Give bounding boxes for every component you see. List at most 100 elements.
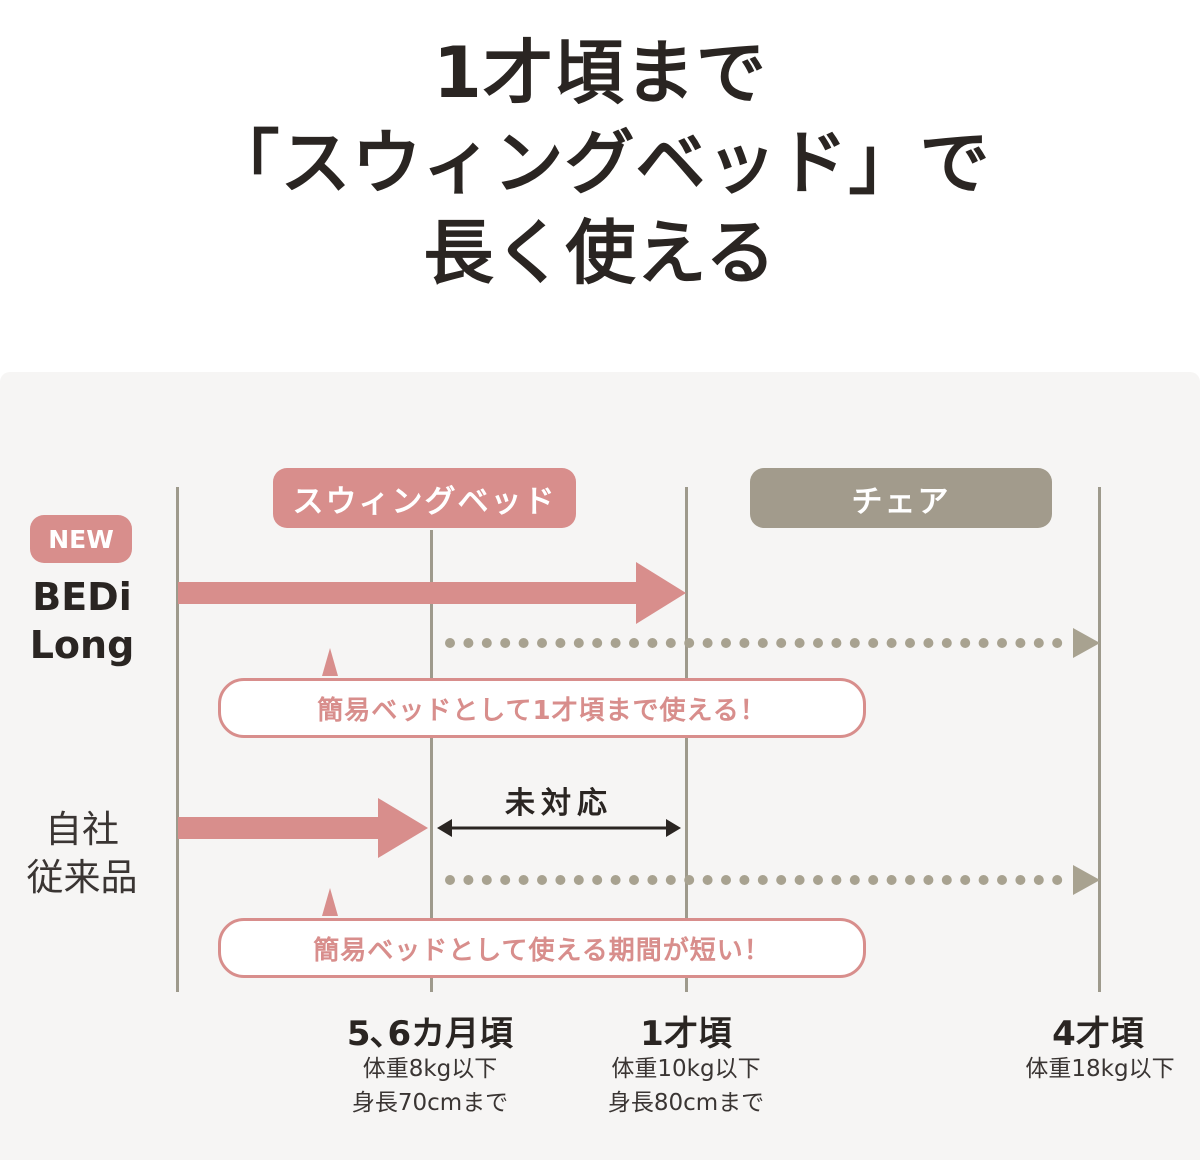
bedi-long-swing-arrow-shaft — [178, 582, 638, 604]
chair-dot — [813, 638, 823, 648]
chair-dot — [813, 875, 823, 885]
bedi-long-label-line-1: BEDi — [32, 575, 132, 619]
chair-dot — [960, 638, 971, 648]
chair-dot — [647, 875, 658, 885]
milestone-4-years-label: 4才頃 — [1052, 1014, 1144, 1054]
chair-dot — [776, 875, 787, 885]
legacy-callout: 簡易ベッドとして使える期間が短い！ — [218, 918, 866, 978]
chair-dot — [629, 638, 639, 648]
chair-dot — [831, 638, 842, 648]
headline-line-3: 長く使える — [423, 212, 777, 294]
bedi-long-callout-pointer — [322, 648, 338, 676]
unsupported-label: 未対応 — [505, 786, 613, 821]
chair-dot — [500, 638, 511, 648]
chair-dot — [592, 638, 603, 648]
chair-dot — [665, 875, 676, 885]
milestone-line-4-years — [1098, 487, 1101, 992]
phase-chair: チェア — [750, 468, 1052, 528]
legacy-product-label-line-1: 自社 — [45, 808, 119, 851]
chair-dot — [518, 875, 529, 885]
chair-dot — [463, 638, 474, 648]
bedi-long-label: BEDi Long — [18, 573, 146, 669]
legacy-chair-arrow-head — [1073, 865, 1100, 895]
milestone-4-years-details: 体重18kg以下 — [1025, 1052, 1174, 1086]
chair-dot — [573, 875, 584, 885]
unsupported-arrow-left-head — [437, 819, 452, 837]
chair-dot — [794, 638, 805, 648]
chair-dot — [721, 638, 731, 648]
chair-dot — [500, 875, 511, 885]
phase-swing-bed-label: スウィングベッド — [292, 483, 557, 520]
legacy-swing-arrow-shaft — [178, 817, 380, 839]
chair-dot — [1052, 638, 1063, 648]
chair-dot — [629, 875, 639, 885]
chair-dot — [684, 638, 695, 648]
chair-dot — [905, 875, 915, 885]
chair-dot — [445, 638, 455, 648]
chair-dot — [1033, 875, 1044, 885]
milestone-line-6-months — [430, 530, 433, 992]
chair-dot — [831, 875, 842, 885]
chair-dot — [739, 638, 750, 648]
chair-dot — [923, 875, 934, 885]
chair-dot — [555, 875, 566, 885]
chair-dot — [702, 875, 713, 885]
chair-dot — [886, 638, 897, 648]
legacy-product-label-line-2: 従来品 — [26, 856, 138, 899]
bedi-long-label-line-2: Long — [29, 623, 135, 667]
bedi-long-chair-dots — [445, 638, 1063, 648]
chair-dot — [610, 875, 621, 885]
milestone-1-year-weight: 体重10kg以下 — [611, 1056, 761, 1082]
chair-dot — [537, 638, 547, 648]
headline: 1才頃まで 「スウィングベッド」で 長く使える — [0, 28, 1200, 298]
milestone-6-months-height: 身長70cmまで — [351, 1090, 509, 1116]
unsupported-arrow-right-head — [666, 819, 681, 837]
chair-dot — [978, 875, 989, 885]
chair-dot — [978, 638, 989, 648]
chair-dot — [463, 875, 474, 885]
legacy-callout-pointer — [322, 888, 338, 916]
chair-dot — [941, 638, 952, 648]
chair-dot — [868, 638, 879, 648]
chair-dot — [739, 875, 750, 885]
milestone-6-months-details: 体重8kg以下 身長70cmまで — [352, 1052, 508, 1120]
bedi-long-swing-arrow-head — [636, 562, 686, 624]
chair-dot — [721, 875, 731, 885]
chair-dot — [702, 638, 713, 648]
chair-dot — [849, 875, 860, 885]
chair-dot — [886, 875, 897, 885]
legacy-product-label: 自社 従来品 — [10, 806, 154, 902]
chair-dot — [610, 638, 621, 648]
milestone-line-1-year — [685, 487, 688, 992]
milestone-1-year-height: 身長80cmまで — [607, 1090, 765, 1116]
chair-dot — [794, 875, 805, 885]
milestone-1-year-details: 体重10kg以下 身長80cmまで — [608, 1052, 764, 1120]
chair-dot — [647, 638, 658, 648]
chair-dot — [997, 638, 1007, 648]
legacy-swing-arrow-head — [378, 798, 428, 858]
chair-dot — [1015, 875, 1026, 885]
chair-dot — [445, 875, 455, 885]
chair-dot — [481, 875, 492, 885]
chair-dot — [1052, 875, 1063, 885]
chair-dot — [941, 875, 952, 885]
chair-dot — [868, 875, 879, 885]
chair-dot — [776, 638, 787, 648]
milestone-1-year-label: 1才頃 — [640, 1014, 732, 1054]
chair-dot — [757, 638, 768, 648]
headline-line-1: 1才頃まで — [433, 32, 767, 114]
bedi-long-callout: 簡易ベッドとして1才頃まで使える！ — [218, 678, 866, 738]
chair-dot — [905, 638, 915, 648]
timeline-start-line — [176, 487, 179, 992]
headline-line-2: 「スウィングベッド」で — [209, 122, 991, 204]
chair-dot — [555, 638, 566, 648]
milestone-6-months-weight: 体重8kg以下 — [362, 1056, 498, 1082]
chair-dot — [960, 875, 971, 885]
chair-dot — [537, 875, 547, 885]
chair-dot — [665, 638, 676, 648]
chair-dot — [1015, 638, 1026, 648]
chair-dot — [997, 875, 1007, 885]
chair-dot — [481, 638, 492, 648]
chair-dot — [757, 875, 768, 885]
